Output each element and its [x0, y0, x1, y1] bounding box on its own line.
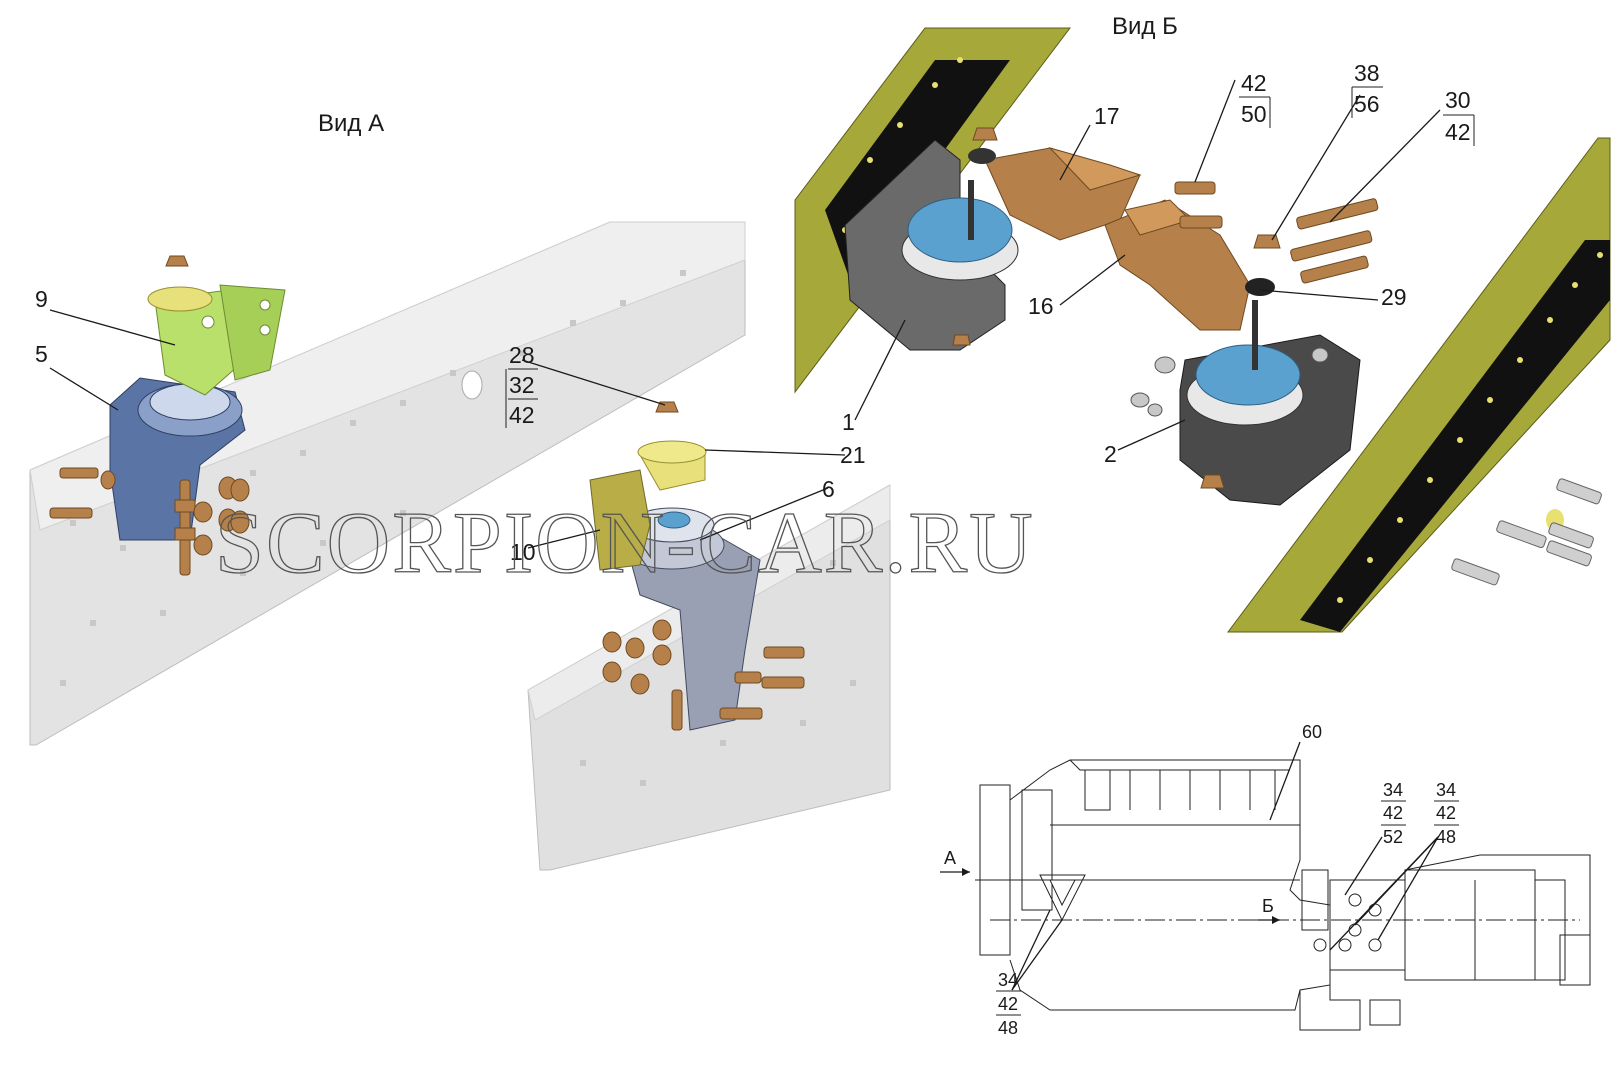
view-b-group: Вид Б — [794, 13, 1611, 633]
callout-stack-34-42-52: 34 42 52 — [1381, 780, 1406, 847]
svg-text:34: 34 — [998, 970, 1018, 990]
arrow-label-a: А — [944, 848, 956, 868]
loose-bolts — [1451, 478, 1602, 586]
view-a-title: Вид А — [318, 110, 384, 137]
svg-text:38: 38 — [1354, 60, 1380, 86]
mount-right — [589, 401, 805, 731]
svg-text:50: 50 — [1241, 101, 1267, 127]
svg-text:42: 42 — [998, 994, 1018, 1014]
engine-leaders — [940, 741, 1439, 991]
callout-21: 21 — [840, 442, 866, 468]
callout-9: 9 — [35, 286, 48, 312]
callout-10: 10 — [510, 539, 536, 565]
isolator-left — [844, 127, 1142, 351]
svg-text:42: 42 — [509, 402, 535, 428]
engine-outline — [975, 759, 1591, 1031]
svg-text:52: 52 — [1383, 827, 1403, 847]
svg-text:48: 48 — [998, 1018, 1018, 1038]
callout-29: 29 — [1381, 284, 1407, 310]
isolator-right — [1104, 181, 1379, 506]
callout-stack-38-56: 38 56 — [1351, 60, 1383, 118]
svg-text:34: 34 — [1383, 780, 1403, 800]
svg-text:42: 42 — [1383, 803, 1403, 823]
callout-60: 60 — [1302, 722, 1322, 742]
callout-17: 17 — [1094, 103, 1120, 129]
mount-left — [49, 255, 286, 576]
callout-1: 1 — [842, 409, 855, 435]
callout-stack-28: 28 32 42 — [505, 342, 538, 428]
callout-stack-30-42: 30 42 — [1443, 87, 1475, 146]
callout-5: 5 — [35, 341, 48, 367]
callout-6: 6 — [822, 476, 835, 502]
svg-text:34: 34 — [1436, 780, 1456, 800]
svg-text:48: 48 — [1436, 827, 1456, 847]
svg-text:28: 28 — [509, 342, 535, 368]
callout-16: 16 — [1028, 293, 1054, 319]
view-a-group: Вид А — [29, 110, 891, 871]
view-b-leaders — [854, 79, 1441, 451]
callout-2: 2 — [1104, 441, 1117, 467]
svg-text:56: 56 — [1354, 91, 1380, 117]
view-b-title: Вид Б — [1112, 13, 1178, 40]
view-a-leaders — [49, 309, 846, 549]
callout-stack-34-42-48-right: 34 42 48 — [1434, 780, 1459, 847]
svg-text:42: 42 — [1241, 70, 1267, 96]
callout-stack-34-42-48-left: 34 42 48 — [996, 970, 1021, 1038]
arrow-label-b: Б — [1262, 896, 1274, 916]
svg-text:42: 42 — [1445, 119, 1471, 145]
svg-text:42: 42 — [1436, 803, 1456, 823]
callout-stack-42-50: 42 50 — [1239, 70, 1271, 128]
svg-text:32: 32 — [509, 372, 535, 398]
svg-text:30: 30 — [1445, 87, 1471, 113]
watermark-text: SCORPION-CAR.RU — [215, 495, 1035, 592]
